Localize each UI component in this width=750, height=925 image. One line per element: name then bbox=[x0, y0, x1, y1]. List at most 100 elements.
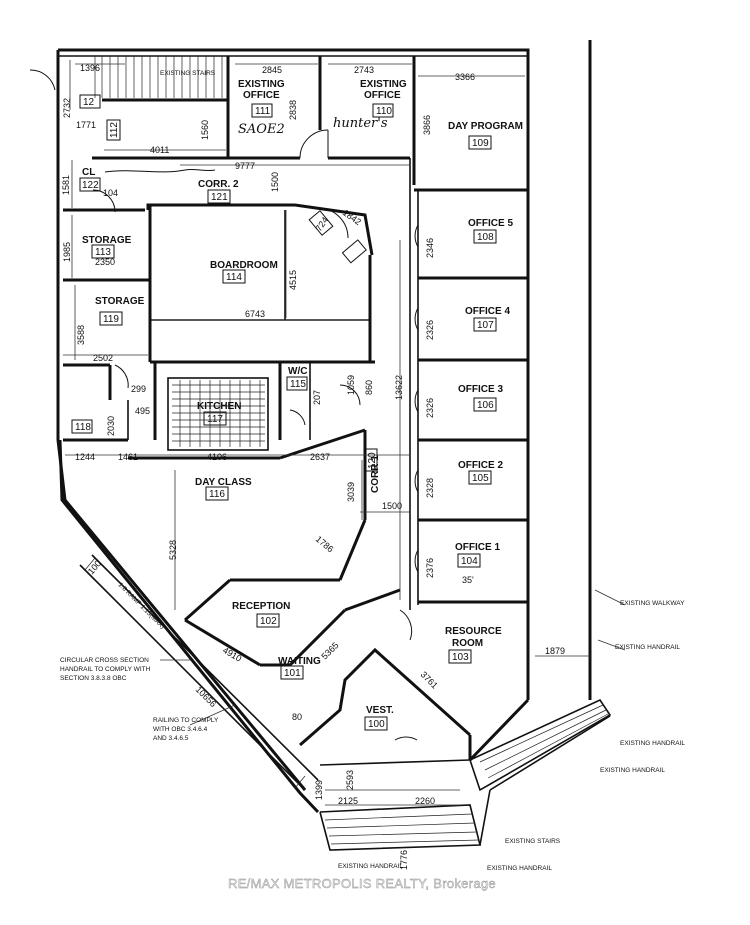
dim-4515: 4515 bbox=[288, 270, 298, 290]
dim-1560: 1560 bbox=[200, 120, 210, 140]
dim-6743: 6743 bbox=[245, 309, 265, 319]
dim-1059: 1059 bbox=[346, 375, 356, 395]
existing-office-111-label-2: OFFICE bbox=[243, 90, 280, 101]
dim-2260: 2260 bbox=[415, 796, 435, 806]
dim-2637: 2637 bbox=[310, 452, 330, 462]
dim-3761: 3761 bbox=[419, 669, 440, 690]
exterior-walls bbox=[56, 40, 592, 814]
note-railing-1: RAILING TO COMPLY bbox=[153, 717, 219, 724]
wc-label: W/C bbox=[288, 366, 307, 377]
note-ramp: 1:8 RAMP 1:15(MAX) bbox=[117, 581, 166, 630]
waiting-label: WAITING bbox=[278, 656, 321, 667]
room-118-number: 118 bbox=[75, 422, 91, 433]
existing-office-111-label-1: EXISTING bbox=[238, 79, 285, 90]
dim-1461: 1461 bbox=[118, 452, 138, 462]
dim-2838: 2838 bbox=[288, 100, 298, 120]
dim-35: 35' bbox=[462, 575, 474, 585]
dim-860: 860 bbox=[364, 380, 374, 395]
resource-room-label-1: RESOURCE bbox=[445, 626, 502, 637]
resource-room-number: 103 bbox=[452, 652, 469, 663]
storage-113-label: STORAGE bbox=[82, 235, 132, 246]
dim-2376: 2376 bbox=[425, 558, 435, 578]
note-existing-walkway: EXISTING WALKWAY bbox=[620, 600, 685, 607]
reception-number: 102 bbox=[260, 616, 277, 627]
office-5-number: 108 bbox=[477, 232, 494, 243]
office-3-number: 106 bbox=[477, 400, 494, 411]
note-existing-handrail-4: EXISTING HANDRAIL bbox=[487, 865, 552, 872]
dim-1776: 1776 bbox=[399, 850, 409, 870]
dim-495: 495 bbox=[135, 406, 150, 416]
kitchen-hatching bbox=[172, 380, 265, 447]
room-12-number: 12 bbox=[83, 97, 95, 108]
dim-1879: 1879 bbox=[545, 646, 565, 656]
corr-2-number: 121 bbox=[211, 192, 228, 203]
note-circular-3: SECTION 3.8.3.8 OBC bbox=[60, 675, 127, 682]
note-railing-3: AND 3.4.6.5 bbox=[153, 735, 189, 742]
resource-room-label-2: ROOM bbox=[452, 638, 483, 649]
dim-4910: 4910 bbox=[221, 645, 243, 664]
existing-office-110-label-1: EXISTING bbox=[360, 79, 407, 90]
room-number-boxes bbox=[71, 94, 497, 731]
handwritten-notes: SAOE2 hunter's bbox=[104, 116, 388, 173]
dim-3039: 3039 bbox=[346, 482, 356, 502]
office-3-label: OFFICE 3 bbox=[458, 384, 503, 395]
storage-119-label: STORAGE bbox=[95, 296, 145, 307]
dim-3588: 3588 bbox=[76, 325, 86, 345]
office-2-label: OFFICE 2 bbox=[458, 460, 503, 471]
dim-2502: 2502 bbox=[93, 353, 113, 363]
office-1-number: 104 bbox=[461, 556, 478, 567]
note-circular-2: HANDRAIL TO COMPLY WITH bbox=[60, 666, 151, 673]
dim-2328: 2328 bbox=[425, 478, 435, 498]
boardroom-number: 114 bbox=[226, 272, 242, 283]
day-class-number: 116 bbox=[209, 489, 225, 500]
dim-3366: 3366 bbox=[455, 72, 475, 82]
dim-5365: 5365 bbox=[319, 640, 340, 661]
day-program-number: 109 bbox=[472, 138, 489, 149]
dim-2346: 2346 bbox=[425, 238, 435, 258]
dim-2593: 2593 bbox=[345, 770, 355, 790]
kitchen-label: KITCHEN bbox=[197, 401, 241, 412]
dim-2030: 2030 bbox=[106, 416, 116, 436]
dim-104: 104 bbox=[103, 188, 118, 198]
office-1-label: OFFICE 1 bbox=[455, 542, 500, 553]
bottom-stairs bbox=[79, 554, 612, 851]
existing-office-110-label-2: OFFICE bbox=[364, 90, 401, 101]
dim-1985: 1985 bbox=[62, 242, 72, 262]
note-existing-stairs-bottom: EXISTING STAIRS bbox=[505, 838, 561, 845]
dim-2845: 2845 bbox=[262, 65, 282, 75]
dim-9777: 9777 bbox=[235, 161, 255, 171]
office-5-label: OFFICE 5 bbox=[468, 218, 513, 229]
dim-2350: 2350 bbox=[95, 257, 115, 267]
corr-2-label: CORR. 2 bbox=[198, 179, 239, 190]
dim-2125: 2125 bbox=[338, 796, 358, 806]
note-circular-1: CIRCULAR CROSS SECTION bbox=[60, 657, 149, 664]
dim-1396: 1396 bbox=[80, 63, 100, 73]
existing-office-110-number: 110 bbox=[376, 106, 392, 117]
dim-3866: 3866 bbox=[422, 115, 432, 135]
office-2-number: 105 bbox=[472, 473, 489, 484]
room-112-number: 112 bbox=[109, 122, 120, 138]
wc-number: 115 bbox=[290, 379, 306, 390]
dim-4106: 4106 bbox=[207, 452, 227, 462]
note-existing-handrail-2: EXISTING HANDRAIL bbox=[620, 740, 685, 747]
note-existing-stairs-top: EXISTING STAIRS bbox=[160, 70, 216, 77]
day-program-label: DAY PROGRAM bbox=[448, 121, 523, 132]
dim-1244: 1244 bbox=[75, 452, 95, 462]
note-existing-handrail-5: EXISTING HANDRAIL bbox=[338, 863, 403, 870]
handwritten-hunters: hunter's bbox=[333, 116, 388, 131]
vest-label: VEST. bbox=[366, 705, 394, 716]
kitchen-number: 117 bbox=[207, 414, 223, 425]
corr-1-label: CORR 1 bbox=[370, 455, 381, 493]
reception-label: RECEPTION bbox=[232, 601, 290, 612]
office-4-label: OFFICE 4 bbox=[465, 306, 510, 317]
dim-1500a: 1500 bbox=[270, 172, 280, 192]
day-class-label: DAY CLASS bbox=[195, 477, 252, 488]
note-existing-handrail-3: EXISTING HANDRAIL bbox=[600, 767, 665, 774]
dim-299: 299 bbox=[131, 384, 146, 394]
cl-label: CL bbox=[82, 167, 95, 178]
dim-13622: 13622 bbox=[394, 375, 404, 400]
waiting-number: 101 bbox=[284, 668, 301, 679]
door-swings bbox=[29, 69, 419, 741]
dimension-labels: 1396 2845 2743 3366 2732 1771 1560 2838 … bbox=[61, 63, 565, 870]
